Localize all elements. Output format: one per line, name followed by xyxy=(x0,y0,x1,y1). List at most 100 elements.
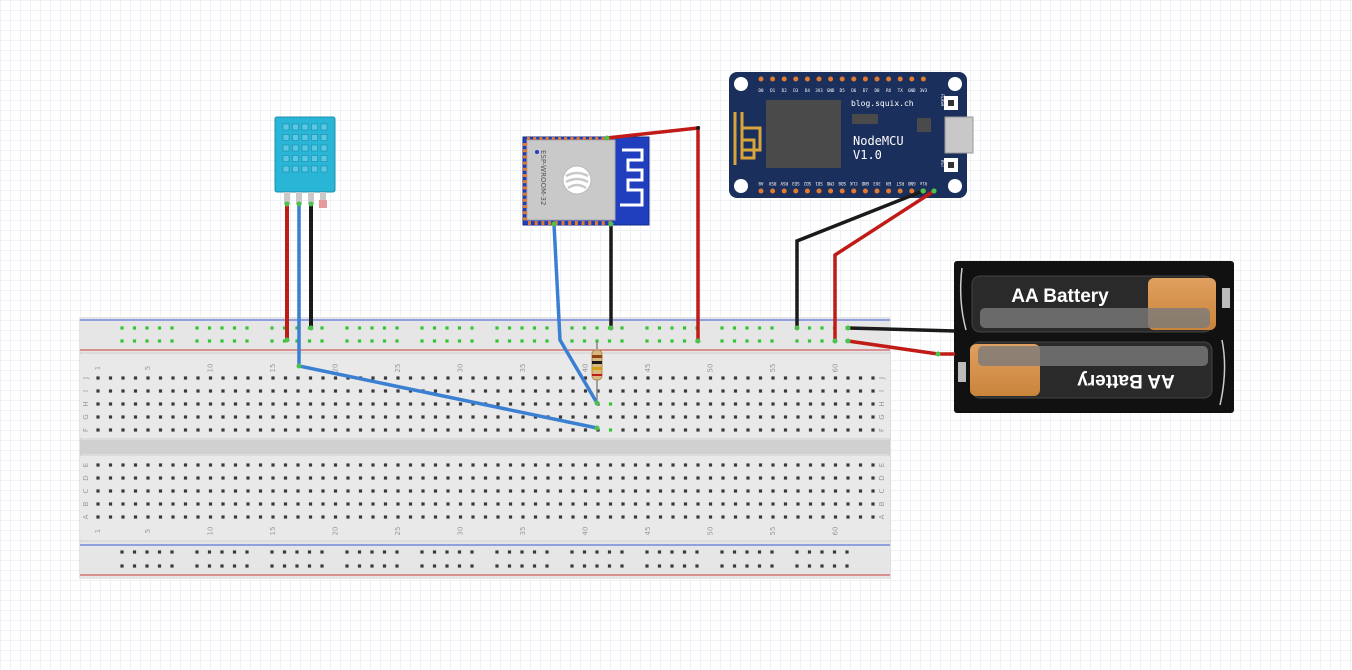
rail-hole[interactable] xyxy=(132,339,137,343)
breadboard-hole[interactable] xyxy=(708,389,713,393)
breadboard-hole[interactable] xyxy=(308,402,313,406)
resistor[interactable] xyxy=(591,342,603,400)
breadboard-hole[interactable] xyxy=(146,402,150,406)
breadboard-hole[interactable] xyxy=(333,428,338,432)
breadboard-hole[interactable] xyxy=(446,502,450,506)
rail-hole[interactable] xyxy=(445,550,449,554)
breadboard-hole[interactable] xyxy=(183,489,188,493)
breadboard-hole[interactable] xyxy=(221,502,225,506)
breadboard-hole[interactable] xyxy=(296,502,300,506)
breadboard-hole[interactable] xyxy=(196,376,200,380)
breadboard-hole[interactable] xyxy=(733,489,738,493)
breadboard-hole[interactable] xyxy=(358,515,363,519)
breadboard-hole[interactable] xyxy=(833,489,838,493)
breadboard-hole[interactable] xyxy=(758,402,763,406)
rail-hole[interactable] xyxy=(645,326,649,330)
breadboard-hole[interactable] xyxy=(783,402,788,406)
breadboard-hole[interactable] xyxy=(833,515,838,519)
breadboard-hole[interactable] xyxy=(458,415,463,419)
rail-hole[interactable] xyxy=(320,339,324,343)
breadboard-hole[interactable] xyxy=(371,515,375,519)
breadboard-hole[interactable] xyxy=(446,376,450,380)
breadboard-hole[interactable] xyxy=(708,428,713,432)
breadboard-hole[interactable] xyxy=(533,402,538,406)
breadboard-hole[interactable] xyxy=(221,463,225,467)
breadboard-hole[interactable] xyxy=(571,402,575,406)
breadboard-hole[interactable] xyxy=(758,502,763,506)
breadboard-hole[interactable] xyxy=(821,463,825,467)
breadboard-hole[interactable] xyxy=(483,428,488,432)
breadboard-hole[interactable] xyxy=(146,515,150,519)
breadboard-hole[interactable] xyxy=(533,389,538,393)
rail-hole[interactable] xyxy=(807,339,812,343)
rail-hole[interactable] xyxy=(695,550,699,554)
breadboard-hole[interactable] xyxy=(496,502,500,506)
breadboard-hole[interactable] xyxy=(683,502,688,506)
breadboard-hole[interactable] xyxy=(408,502,413,506)
rail-hole[interactable] xyxy=(320,326,324,330)
breadboard-hole[interactable] xyxy=(558,376,563,380)
breadboard-hole[interactable] xyxy=(283,415,288,419)
breadboard-hole[interactable] xyxy=(458,515,463,519)
breadboard-hole[interactable] xyxy=(796,389,800,393)
rail-hole[interactable] xyxy=(757,339,762,343)
breadboard-hole[interactable] xyxy=(258,415,263,419)
wire-black[interactable] xyxy=(847,326,956,333)
rail-hole[interactable] xyxy=(457,326,462,330)
rail-hole[interactable] xyxy=(620,339,624,343)
rail-hole[interactable] xyxy=(507,339,512,343)
breadboard-hole[interactable] xyxy=(596,463,600,467)
breadboard-hole[interactable] xyxy=(671,415,675,419)
rail-hole[interactable] xyxy=(845,550,849,554)
rail-hole[interactable] xyxy=(545,564,549,568)
rail-hole[interactable] xyxy=(145,326,149,330)
breadboard-hole[interactable] xyxy=(333,476,338,480)
breadboard-hole[interactable] xyxy=(146,389,150,393)
breadboard-hole[interactable] xyxy=(296,402,300,406)
rail-hole[interactable] xyxy=(470,550,474,554)
breadboard-hole[interactable] xyxy=(583,502,588,506)
rail-hole[interactable] xyxy=(595,339,599,343)
breadboard-hole[interactable] xyxy=(671,376,675,380)
breadboard-hole[interactable] xyxy=(308,376,313,380)
breadboard-hole[interactable] xyxy=(246,389,250,393)
breadboard-hole[interactable] xyxy=(671,463,675,467)
rail-hole[interactable] xyxy=(170,564,174,568)
rail-hole[interactable] xyxy=(732,550,737,554)
breadboard-hole[interactable] xyxy=(196,502,200,506)
rail-hole[interactable] xyxy=(170,339,174,343)
rail-hole[interactable] xyxy=(807,564,812,568)
rail-hole[interactable] xyxy=(732,339,737,343)
rail-hole[interactable] xyxy=(595,564,599,568)
breadboard-hole[interactable] xyxy=(283,463,288,467)
breadboard-hole[interactable] xyxy=(783,389,788,393)
breadboard-hole[interactable] xyxy=(308,489,313,493)
breadboard-hole[interactable] xyxy=(446,415,450,419)
rail-hole[interactable] xyxy=(120,339,124,343)
breadboard-hole[interactable] xyxy=(733,376,738,380)
breadboard-hole[interactable] xyxy=(133,463,138,467)
breadboard-hole[interactable] xyxy=(833,415,838,419)
rail-hole[interactable] xyxy=(532,339,537,343)
breadboard-hole[interactable] xyxy=(733,402,738,406)
breadboard-hole[interactable] xyxy=(233,376,238,380)
breadboard-hole[interactable] xyxy=(546,463,550,467)
breadboard-hole[interactable] xyxy=(633,389,638,393)
breadboard-hole[interactable] xyxy=(458,428,463,432)
breadboard-hole[interactable] xyxy=(733,428,738,432)
breadboard-hole[interactable] xyxy=(283,402,288,406)
breadboard-hole[interactable] xyxy=(558,415,563,419)
breadboard-hole[interactable] xyxy=(183,428,188,432)
breadboard-hole[interactable] xyxy=(208,402,213,406)
breadboard-hole[interactable] xyxy=(783,476,788,480)
breadboard-hole[interactable] xyxy=(796,376,800,380)
rail-hole[interactable] xyxy=(657,564,662,568)
breadboard-hole[interactable] xyxy=(533,415,538,419)
breadboard-hole[interactable] xyxy=(296,515,300,519)
breadboard-hole[interactable] xyxy=(246,428,250,432)
breadboard-hole[interactable] xyxy=(271,428,275,432)
breadboard-hole[interactable] xyxy=(496,415,500,419)
rail-hole[interactable] xyxy=(695,564,699,568)
rail-hole[interactable] xyxy=(132,550,137,554)
breadboard-hole[interactable] xyxy=(858,376,863,380)
